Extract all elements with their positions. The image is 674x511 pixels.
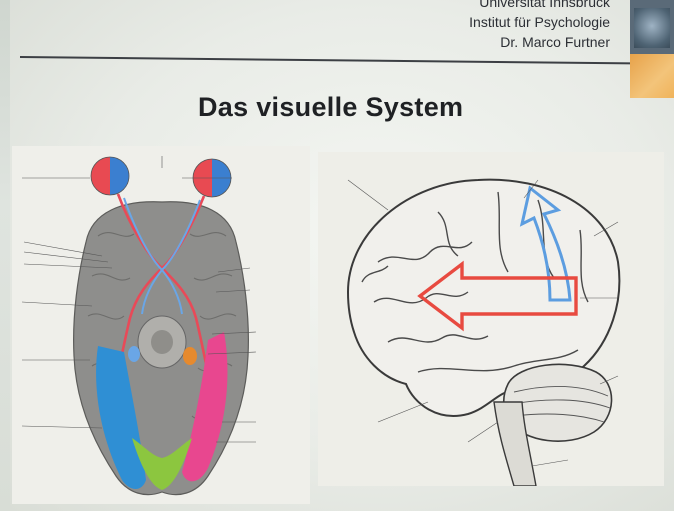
lateral-brain-svg [318, 152, 664, 486]
ventral-brain-illustration [12, 146, 310, 504]
lgn-blue [128, 346, 140, 362]
university-logo [630, 0, 674, 98]
institution-line-3: Dr. Marco Furtner [500, 34, 610, 50]
logo-emblem [634, 8, 670, 48]
logo-stripe [630, 54, 674, 98]
header-divider [20, 56, 632, 64]
left-eye [91, 157, 129, 195]
lateral-brain-illustration [318, 152, 664, 486]
institution-line-2: Institut für Psychologie [469, 14, 610, 30]
ventral-brain-svg [12, 146, 310, 504]
institution-line-1: Universität Innsbruck [479, 0, 610, 10]
slide-title: Das visuelle System [198, 92, 463, 123]
lgn-orange [183, 347, 197, 365]
